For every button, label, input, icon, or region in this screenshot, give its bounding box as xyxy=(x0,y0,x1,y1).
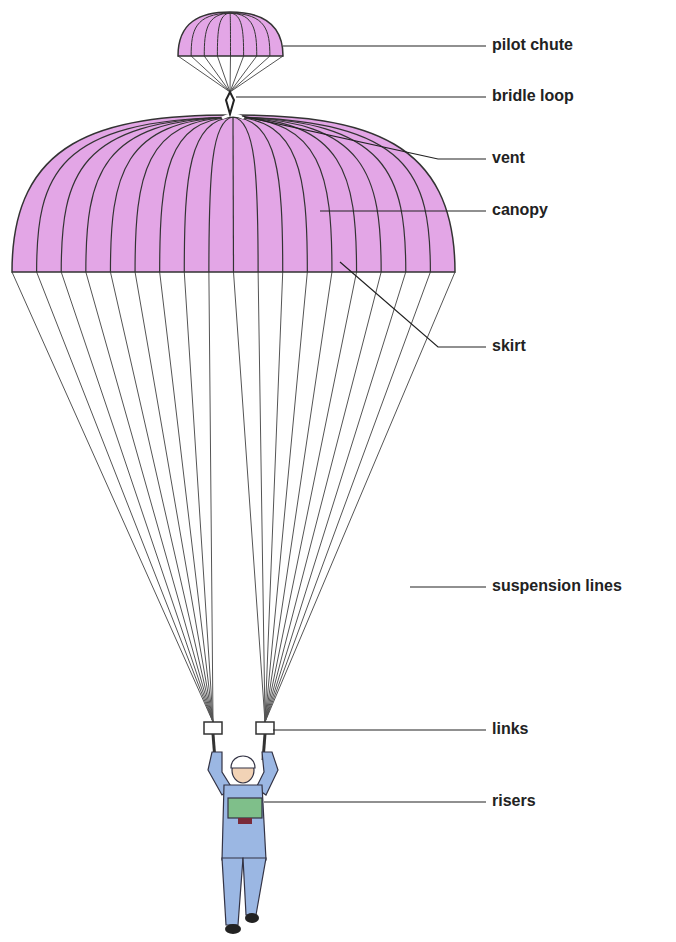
leader-line xyxy=(283,45,486,46)
part-label: bridle loop xyxy=(490,86,576,106)
gore-seam xyxy=(233,117,332,272)
part-label: suspension lines xyxy=(490,576,624,596)
suspension-line xyxy=(265,272,406,722)
gore-seam xyxy=(230,13,257,56)
suspension-line xyxy=(209,272,213,722)
gore-seam xyxy=(233,117,283,272)
leader-line xyxy=(264,801,486,802)
head xyxy=(232,757,254,783)
link xyxy=(204,722,222,734)
gore-seam xyxy=(233,117,381,272)
gore-seam xyxy=(230,13,244,56)
pilot-line xyxy=(230,56,244,92)
gore-seam xyxy=(217,13,230,56)
leader-line xyxy=(236,96,486,97)
gore-seam xyxy=(233,117,258,272)
vent xyxy=(222,115,244,118)
suspension-line xyxy=(265,272,283,722)
gore-seam xyxy=(233,117,357,272)
gore-seam xyxy=(86,117,233,272)
part-label: canopy xyxy=(490,200,550,220)
gore-seam xyxy=(230,13,270,56)
canopy xyxy=(12,115,455,272)
helmet xyxy=(231,756,255,768)
pilot-chute-lines xyxy=(178,56,283,92)
suspension-line xyxy=(12,272,213,722)
suspension-line xyxy=(86,272,213,722)
pilot-line xyxy=(178,56,230,92)
leader-line xyxy=(242,116,486,159)
pilot-line xyxy=(204,56,230,92)
gore-seam xyxy=(233,117,430,272)
pilot-chute xyxy=(178,12,283,56)
bridle-loop xyxy=(226,92,234,114)
gore-seam xyxy=(160,117,233,272)
suspension-line xyxy=(258,272,265,722)
leg xyxy=(222,858,243,925)
gore-seam xyxy=(204,13,230,56)
suspension-line xyxy=(37,272,213,722)
pilot-chute-gores xyxy=(191,13,270,56)
suspension-line xyxy=(234,272,266,722)
pilot-line xyxy=(230,56,283,92)
suspension-line xyxy=(265,272,357,722)
gore-seam xyxy=(37,117,233,272)
gore-seam xyxy=(232,117,234,272)
gore-seam xyxy=(61,117,233,272)
suspension-line xyxy=(265,272,455,722)
gore-seam xyxy=(191,13,230,56)
suspension-line xyxy=(265,272,430,722)
suspension-line xyxy=(265,272,332,722)
gore-seam xyxy=(233,117,406,272)
suspension-line xyxy=(61,272,213,722)
pilot-line xyxy=(230,56,257,92)
chest-pack xyxy=(228,798,262,818)
gore-seam xyxy=(230,13,232,56)
boot xyxy=(245,913,259,923)
suspension-line xyxy=(135,272,213,722)
gore-seam xyxy=(110,117,233,272)
canopy-gores xyxy=(37,117,431,272)
pilot-line xyxy=(230,56,270,92)
part-label: pilot chute xyxy=(490,35,575,55)
gore-seam xyxy=(209,117,233,272)
suspension-line xyxy=(160,272,213,722)
suspension-line xyxy=(265,272,381,722)
part-label: vent xyxy=(490,148,527,168)
torso xyxy=(222,785,266,860)
pilot-line xyxy=(230,56,232,92)
leader-line xyxy=(410,586,486,587)
leg xyxy=(243,858,266,915)
gore-seam xyxy=(233,117,307,272)
part-label: skirt xyxy=(490,336,528,356)
pilot-line xyxy=(191,56,230,92)
leader-line xyxy=(340,262,486,347)
harness xyxy=(238,818,252,824)
leader-line xyxy=(320,210,486,211)
suspension-line xyxy=(184,272,213,722)
suspension-lines xyxy=(12,272,455,722)
leader-line xyxy=(273,729,486,730)
gore-seam xyxy=(135,117,233,272)
gore-seam xyxy=(184,117,233,272)
boot xyxy=(225,924,241,934)
part-label: risers xyxy=(490,791,538,811)
link xyxy=(256,722,274,734)
pilot-line xyxy=(217,56,230,92)
part-label: links xyxy=(490,719,530,739)
suspension-line xyxy=(110,272,213,722)
